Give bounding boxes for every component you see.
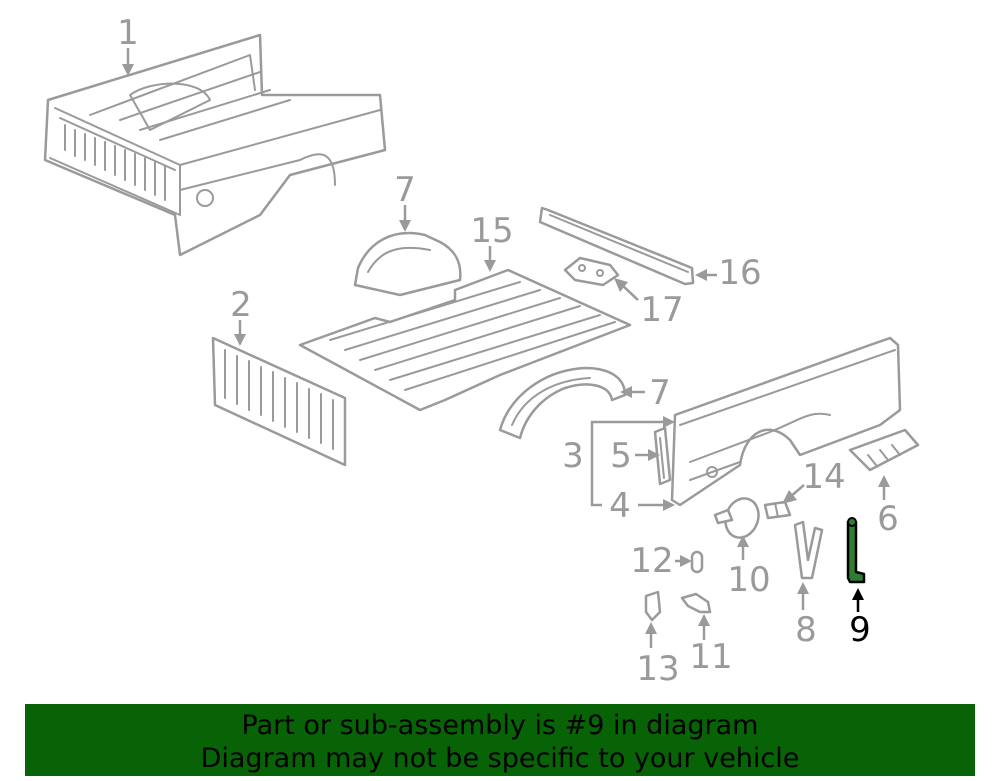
tailgate (211, 336, 347, 467)
parts-diagram: 1 7 15 2 16 17 7 3 5 4 14 6 12 10 8 9 11… (43, 13, 920, 689)
callout-16: 16 (718, 253, 761, 293)
callout-4: 4 (609, 486, 631, 526)
callout-17: 17 (640, 290, 683, 330)
bolt-11 (680, 592, 712, 614)
highlighted-part-9 (846, 517, 866, 584)
cross-sill (538, 206, 695, 286)
callout-2: 2 (230, 285, 252, 325)
banner-line-part: Part or sub-assembly is #9 in diagram (241, 710, 759, 741)
callout-7-lower: 7 (649, 373, 671, 413)
callout-14: 14 (802, 457, 845, 497)
wheelhouse-lower (498, 366, 627, 440)
callout-numbers: 1 7 15 2 16 17 7 3 5 4 14 6 12 10 8 9 11… (117, 13, 899, 689)
clip-13 (644, 590, 662, 622)
truck-bed-assembly (43, 33, 387, 257)
callout-12: 12 (630, 541, 673, 581)
callout-11: 11 (689, 637, 732, 677)
banner-line-disclaimer: Diagram may not be specific to your vehi… (200, 743, 800, 774)
clip-8 (793, 520, 824, 580)
bracket (563, 256, 620, 287)
wheelhouse-upper (353, 231, 462, 297)
bed-floor (298, 268, 632, 412)
callout-6: 6 (877, 499, 899, 539)
callout-7-upper: 7 (394, 170, 416, 210)
callout-1: 1 (117, 13, 139, 53)
callout-8: 8 (795, 610, 817, 650)
info-banner: Part or sub-assembly is #9 in diagram Di… (25, 704, 975, 776)
callout-13: 13 (636, 649, 679, 689)
callout-3: 3 (562, 436, 584, 476)
plug-12 (690, 550, 704, 574)
tail-lamp-pocket (653, 426, 672, 486)
callout-10: 10 (727, 560, 770, 600)
step-plate (848, 428, 920, 472)
side-panel (670, 336, 902, 507)
fuel-door (713, 497, 760, 539)
fastener-14 (763, 500, 792, 520)
callout-lines (122, 48, 890, 648)
callout-15: 15 (470, 211, 513, 251)
callout-5: 5 (610, 436, 632, 476)
callout-9-highlighted: 9 (849, 610, 871, 650)
